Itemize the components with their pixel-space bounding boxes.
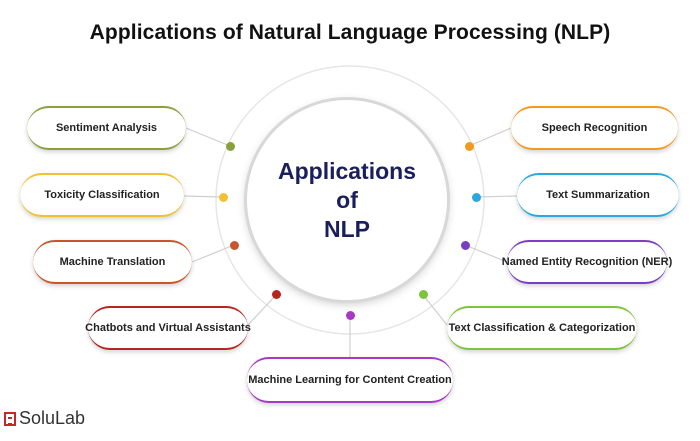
connector-dot <box>230 241 239 250</box>
pill-toxicity-classification[interactable]: Toxicity Classification <box>20 173 184 217</box>
pill-label: Text Classification & Categorization <box>448 322 636 334</box>
hub-line-3: NLP <box>324 215 370 242</box>
pill-label: Machine Translation <box>59 256 166 268</box>
pill-ml-content-creation[interactable]: Machine Learning for Content Creation <box>247 357 453 403</box>
pill-label: Text Summarization <box>546 189 650 201</box>
connector-dot <box>461 241 470 250</box>
pill-sentiment-analysis[interactable]: Sentiment Analysis <box>27 106 186 150</box>
pill-text-summarization[interactable]: Text Summarization <box>517 173 679 217</box>
connector-dot <box>465 142 474 151</box>
pill-chatbots-virtual-assistants[interactable]: Chatbots and Virtual Assistants <box>85 306 251 350</box>
pill-label: Speech Recognition <box>541 122 648 134</box>
logo-icon <box>4 411 16 426</box>
connector-dot <box>346 311 355 320</box>
pill-machine-translation[interactable]: Machine Translation <box>33 240 192 284</box>
connector-dot <box>472 193 481 202</box>
connector-dot <box>419 290 428 299</box>
hub-line-2: of <box>336 186 358 213</box>
center-hub: Applications of NLP <box>247 100 447 300</box>
connector-dot <box>219 193 228 202</box>
pill-label: Named Entity Recognition (NER) <box>501 256 673 268</box>
logo-text: SoluLab <box>19 408 86 428</box>
pill-speech-recognition[interactable]: Speech Recognition <box>511 106 678 150</box>
hub-line-1: Applications <box>277 157 416 184</box>
connector-dot <box>226 142 235 151</box>
pill-label: Sentiment Analysis <box>55 122 158 134</box>
connector-dot <box>272 290 281 299</box>
pill-named-entity-recognition[interactable]: Named Entity Recognition (NER) <box>502 240 672 284</box>
pill-text-classification[interactable]: Text Classification & Categorization <box>447 306 637 350</box>
pill-label: Chatbots and Virtual Assistants <box>85 322 251 334</box>
pill-label: Machine Learning for Content Creation <box>248 374 452 386</box>
pill-label: Toxicity Classification <box>44 189 160 201</box>
brand-logo: SoluLab <box>4 408 85 429</box>
page-title: Applications of Natural Language Process… <box>89 21 611 44</box>
